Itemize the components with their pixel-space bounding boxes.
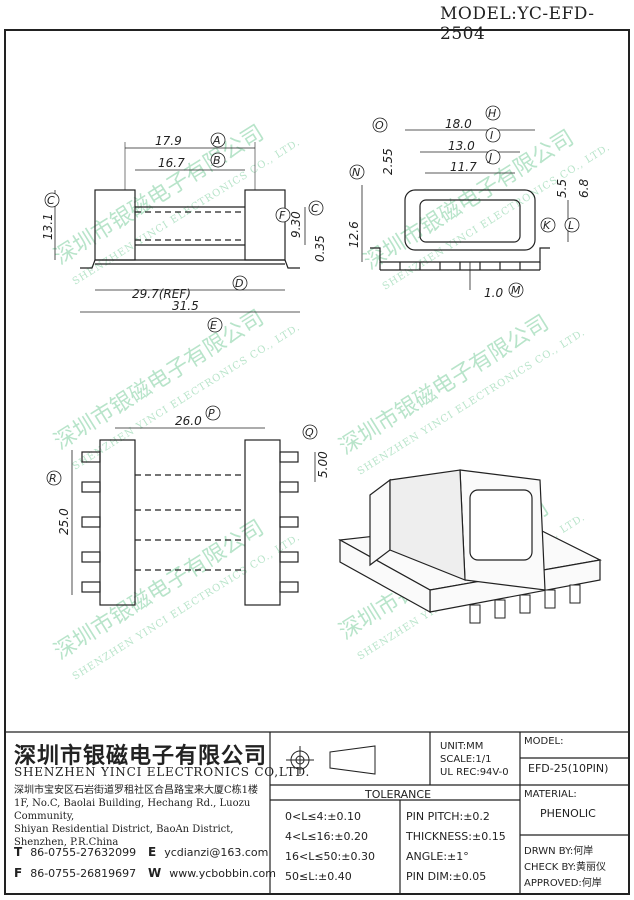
spec-block: UNIT:MM SCALE:1/1 UL REC:94V-0 xyxy=(440,741,509,778)
dim-n-value: 12.6 xyxy=(347,221,361,248)
title-block-lines xyxy=(6,731,628,895)
watermark-cn-4: 深圳市银磁电子有限公司 xyxy=(335,311,553,460)
svg-text:O: O xyxy=(375,119,384,132)
dim-j-value: 11.7 xyxy=(450,160,477,174)
dim-e-value: 31.5 xyxy=(172,299,199,313)
svg-text:M: M xyxy=(511,284,521,297)
dim-k-value: 5.5 xyxy=(555,179,569,198)
company-address: 深圳市宝安区石岩街道罗租社区合昌路宝来大厦C栋1楼 1F, No.C, Baol… xyxy=(14,785,259,848)
tolerance-right-2: THICKNESS:±0.15 xyxy=(406,830,506,843)
watermark-cn-3: 深圳市银磁电子有限公司 xyxy=(50,306,268,455)
company-name-cn: 深圳市银磁电子有限公司 xyxy=(14,743,268,769)
svg-text:A: A xyxy=(212,134,221,147)
svg-text:E: E xyxy=(210,319,217,332)
projection-symbol xyxy=(286,745,376,775)
front-view xyxy=(54,142,306,313)
isometric-view xyxy=(338,469,602,614)
svg-text:L: L xyxy=(568,219,574,232)
front-view-labels: 17.9 16.7 13.1 9.30 0.35 29.7(REF) 31.5 xyxy=(41,134,327,313)
watermark-en-5: SHENZHEN YINCI ELECTRONICS CO., LTD. xyxy=(71,532,303,683)
dim-l-value: 6.8 xyxy=(577,179,591,198)
svg-text:C: C xyxy=(47,194,55,207)
letter-callouts xyxy=(44,105,580,486)
dim-o-value: 2.55 xyxy=(381,148,395,175)
svg-text:B: B xyxy=(213,154,221,167)
letter-callout-text: A B C F C D E H I J O N K L M P Q R xyxy=(47,107,574,485)
tolerance-left-3: 16<L≤50:±0.30 xyxy=(285,850,375,863)
svg-text:J: J xyxy=(487,151,492,164)
watermark-cn-5: 深圳市银磁电子有限公司 xyxy=(50,516,268,665)
svg-text:R: R xyxy=(49,472,57,485)
material-value: PHENOLIC xyxy=(540,807,596,820)
drawn-by: DRWN BY:何岸 xyxy=(524,846,594,857)
svg-text:C: C xyxy=(311,202,319,215)
svg-text:K: K xyxy=(543,219,551,232)
dim-h-value: 18.0 xyxy=(445,117,472,131)
svg-text:D: D xyxy=(235,277,243,290)
dim-a-value: 17.9 xyxy=(155,134,182,148)
tolerance-left-4: 50≤L:±0.40 xyxy=(285,870,352,883)
dim-f-value: 9.30 xyxy=(289,211,303,238)
model-value: EFD-25(10PIN) xyxy=(528,762,609,775)
side-view-labels: 18.0 13.0 11.7 2.55 12.6 5.5 6.8 1.0 xyxy=(347,117,591,300)
tolerance-right-3: ANGLE:±1° xyxy=(406,850,469,863)
dim-d-value: 29.7(REF) xyxy=(132,287,191,301)
bottom-view xyxy=(71,427,316,606)
dim-b-value: 16.7 xyxy=(158,156,185,170)
company-name-en: SHENZHEN YINCI ELECTRONICS CO,LTD. xyxy=(14,765,311,779)
tolerance-right-4: PIN DIM:±0.05 xyxy=(406,870,487,883)
bottom-view-labels: 26.0 5.00 25.0 xyxy=(57,414,330,535)
drawing-border xyxy=(4,29,630,895)
watermark-en-4: SHENZHEN YINCI ELECTRONICS CO., LTD. xyxy=(356,327,588,478)
dim-r-value: 25.0 xyxy=(57,508,71,535)
tolerance-left-1: 0<L≤4:±0.10 xyxy=(285,810,361,823)
dim-c-right-value: 0.35 xyxy=(313,235,327,262)
svg-text:F: F xyxy=(279,209,286,222)
tolerance-left-2: 4<L≤16:±0.20 xyxy=(285,830,368,843)
svg-text:H: H xyxy=(488,107,496,120)
watermark-en-3: SHENZHEN YINCI ELECTRONICS CO., LTD. xyxy=(71,322,303,473)
dim-p-value: 26.0 xyxy=(175,414,202,428)
dim-m-value: 1.0 xyxy=(484,286,503,300)
svg-text:I: I xyxy=(490,129,493,142)
material-label: MATERIAL: xyxy=(524,789,577,800)
dim-q-value: 5.00 xyxy=(316,451,330,478)
check-by: CHECK BY:黄丽仪 xyxy=(524,862,607,873)
svg-text:N: N xyxy=(352,166,360,179)
approved-by: APPROVED:何岸 xyxy=(524,878,602,889)
model-label: MODEL: xyxy=(524,736,564,747)
dim-c-top-value: 13.1 xyxy=(41,213,55,240)
isometric-pins xyxy=(469,584,581,624)
tolerance-right-1: PIN PITCH:±0.2 xyxy=(406,810,490,823)
svg-text:Q: Q xyxy=(305,426,314,439)
tolerance-title: TOLERANCE xyxy=(365,788,432,801)
dim-i-value: 13.0 xyxy=(448,139,475,153)
svg-text:P: P xyxy=(208,407,215,420)
